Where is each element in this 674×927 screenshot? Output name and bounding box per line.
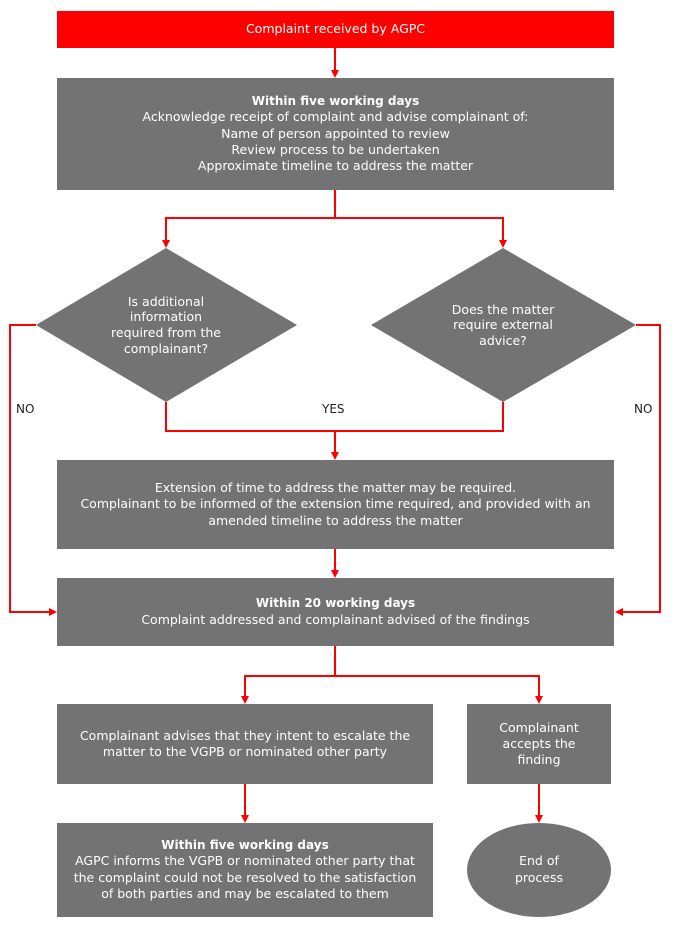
- decision-advice-line: require external: [453, 317, 553, 333]
- informs-box: Within five working days AGPC informs th…: [57, 823, 433, 917]
- addressed-line: Complaint addressed and complainant advi…: [141, 611, 530, 627]
- escalate-line: matter to the VGPB or nominated other pa…: [102, 744, 388, 759]
- acknowledge-line: Name of person appointed to review: [221, 125, 450, 141]
- decision-info-line: complainant?: [123, 340, 209, 356]
- addressed-box: Within 20 working days Complaint address…: [57, 578, 614, 646]
- informs-line: AGPC informs the VGPB or nominated other…: [75, 853, 415, 869]
- accepts-line: Complainant: [499, 719, 579, 735]
- accepts-line: accepts the: [502, 735, 576, 751]
- escalate-line: Complainant advises that they intent to …: [79, 727, 411, 743]
- accepts-box: Complainant accepts the finding: [467, 704, 611, 784]
- addressed-heading: Within 20 working days: [255, 596, 416, 611]
- connector-acknowledge-split-right: [335, 217, 507, 248]
- extension-box: Extension of time to address the matter …: [57, 460, 614, 549]
- end-line: End of: [519, 853, 559, 869]
- decision-info-text: Is additional information required from …: [76, 290, 256, 360]
- acknowledge-box: Within five working days Acknowledge rec…: [57, 78, 614, 190]
- connector-addressed-split: [241, 646, 336, 704]
- accepts-line: finding: [517, 752, 561, 768]
- end-oval: End of process: [467, 823, 611, 917]
- escalate-box: Complainant advises that they intent to …: [57, 704, 433, 784]
- end-line: process: [514, 870, 564, 885]
- decision-advice-line: Does the matter: [451, 301, 555, 317]
- decision-info-line: Is additional: [127, 293, 205, 309]
- start-text: Complaint received by AGPC: [245, 21, 426, 37]
- decision-diamond-advice: [371, 248, 636, 402]
- label-no-right: NO: [634, 402, 653, 416]
- start-box: Complaint received by AGPC: [57, 11, 614, 48]
- decision-info-line: information: [129, 309, 203, 325]
- acknowledge-heading: Within five working days: [251, 93, 420, 108]
- label-no-left: NO: [16, 402, 35, 416]
- decision-advice-line: advice?: [479, 332, 527, 348]
- extension-line: Complainant to be informed of the extens…: [80, 496, 591, 512]
- label-yes: YES: [322, 402, 345, 416]
- extension-line: amended timeline to address the matter: [208, 512, 463, 528]
- connector-yes-left: [165, 402, 335, 432]
- decision-diamond-info: [36, 248, 297, 402]
- connector-no-right: [615, 324, 661, 616]
- decision-info-line: required from the: [111, 325, 221, 340]
- acknowledge-line: Approximate timeline to address the matt…: [197, 158, 474, 174]
- decision-advice-text: Does the matter require external advice?: [413, 297, 593, 353]
- connector-no-left: [9, 324, 57, 616]
- acknowledge-line: Acknowledge receipt of complaint and adv…: [142, 109, 529, 125]
- connector-yes-right: [335, 402, 504, 432]
- connector-addressed-split-right: [335, 675, 543, 704]
- acknowledge-line: Review process to be undertaken: [231, 141, 440, 157]
- informs-line: of both parties and may be escalated to …: [101, 885, 389, 901]
- connector-acknowledge-split: [162, 190, 336, 248]
- informs-heading: Within five working days: [161, 837, 329, 852]
- informs-line: the complaint could not be resolved to t…: [73, 869, 417, 885]
- extension-line: Extension of time to address the matter …: [154, 480, 517, 496]
